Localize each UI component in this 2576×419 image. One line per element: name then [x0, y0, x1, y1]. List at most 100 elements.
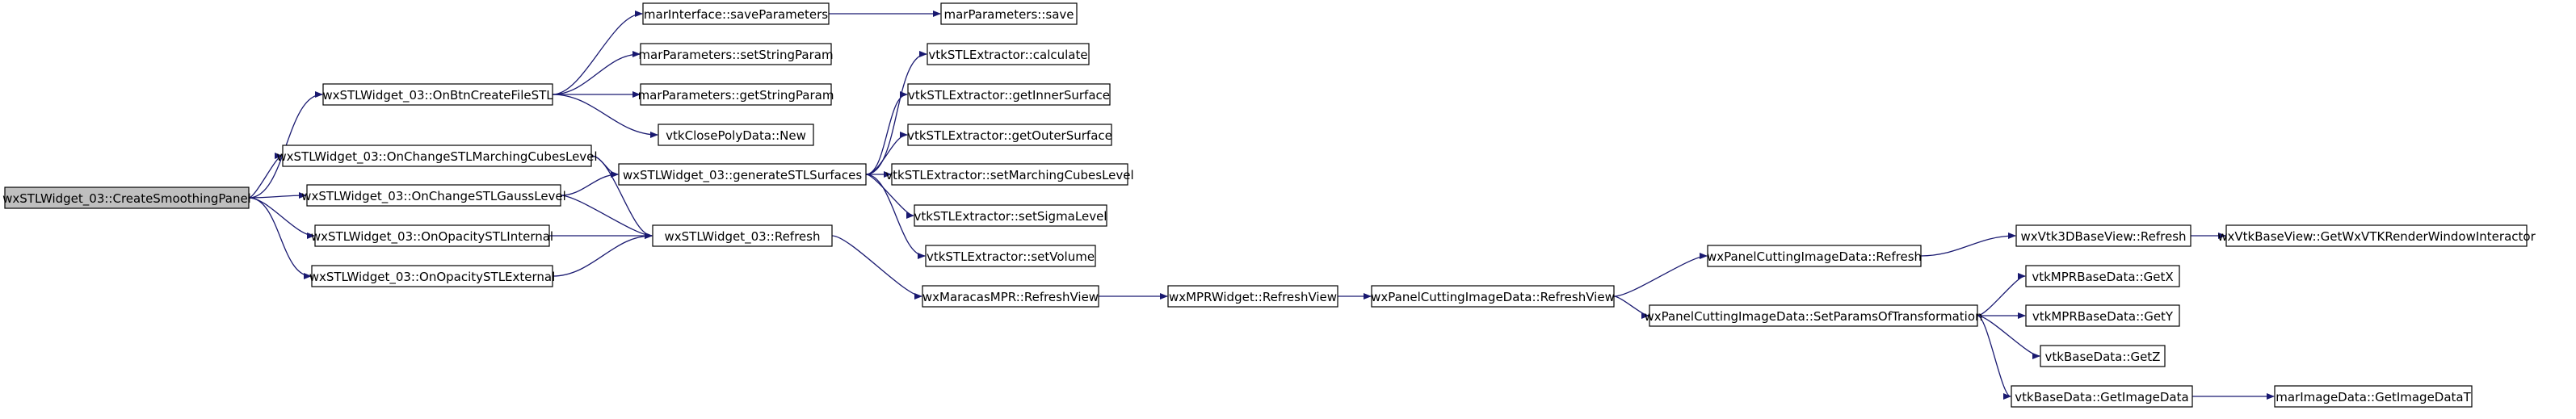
nodes-layer: wxSTLWidget_03::CreateSmoothingPanelwxST… — [2, 2, 2536, 408]
graph-node-marparameters-getstringparam[interactable]: marParameters::getStringParam — [638, 83, 834, 106]
node-label: wxSTLWidget_03::CreateSmoothingPanel — [2, 191, 251, 207]
node-label: vtkBaseData::GetZ — [2045, 350, 2161, 364]
node-box[interactable] — [1649, 304, 1978, 327]
graph-node-wxstlwidget-03-generatestlsurfaces[interactable]: wxSTLWidget_03::generateSTLSurfaces — [618, 163, 867, 186]
node-box[interactable] — [1371, 285, 1615, 308]
node-label: wxMaracasMPR::RefreshView — [922, 290, 1099, 304]
graph-node-wxstlwidget-03-onchangestlgausslevel[interactable]: wxSTLWidget_03::OnChangeSTLGaussLevel — [301, 184, 566, 207]
node-box[interactable] — [2225, 224, 2528, 247]
node-box[interactable] — [927, 43, 1090, 65]
node-label: vtkSTLExtractor::calculate — [928, 48, 1087, 62]
node-box[interactable] — [2274, 385, 2473, 408]
graph-node-vtkstlextractor-setmarchingcubeslevel[interactable]: vtkSTLExtractor::setMarchingCubesLevel — [885, 163, 1134, 186]
graph-node-vtkbasedata-getz[interactable]: vtkBaseData::GetZ — [2040, 345, 2166, 367]
graph-node-vtkstlextractor-calculate[interactable]: vtkSTLExtractor::calculate — [927, 43, 1090, 65]
graph-node-wxstlwidget-03-onopacitystlinternal[interactable]: wxSTLWidget_03::OnOpacitySTLInternal — [311, 224, 553, 247]
graph-node-vtkmprbasedata-gety[interactable]: vtkMPRBaseData::GetY — [2025, 304, 2180, 327]
node-label: vtkMPRBaseData::GetX — [2032, 270, 2173, 284]
edge-wxpanelcuttingimagedata-refreshview-to-wxpanelcuttingimagedata-setparamsoftransformation — [1613, 295, 1649, 319]
node-label: vtkBaseData::GetImageData — [2015, 390, 2188, 404]
node-label: wxSTLWidget_03::Refresh — [665, 229, 821, 245]
edge-wxstlwidget-03-onchangestlgausslevel-to-wxstlwidget-03-generatestlsurfaces — [560, 171, 619, 196]
node-box[interactable] — [311, 265, 553, 287]
node-label: wxSTLWidget_03::generateSTLSurfaces — [623, 168, 862, 183]
edge-wxstlwidget-03-generatestlsurfaces-to-vtkstlextractor-calculate — [865, 51, 927, 175]
graph-node-wxstlwidget-03-onchangestlmarchingcubeslevel[interactable]: wxSTLWidget_03::OnChangeSTLMarchingCubes… — [276, 145, 598, 167]
graph-node-wxstlwidget-03-onbtncreatefilestl[interactable]: wxSTLWidget_03::OnBtnCreateFileSTL — [322, 83, 553, 106]
node-label: marParameters::save — [943, 7, 1074, 22]
node-label: vtkClosePolyData::New — [666, 128, 806, 143]
node-label: marParameters::getStringParam — [638, 88, 834, 103]
graph-node-vtkstlextractor-setsigmalevel[interactable]: vtkSTLExtractor::setSigmaLevel — [914, 204, 1107, 227]
graph-node-vtkmprbasedata-getx[interactable]: vtkMPRBaseData::GetX — [2025, 265, 2180, 287]
node-box[interactable] — [306, 184, 561, 207]
node-label: wxSTLWidget_03::OnOpacitySTLExternal — [309, 270, 556, 285]
node-box[interactable] — [2025, 265, 2180, 287]
node-box[interactable] — [618, 163, 867, 186]
graph-node-wxmprwidget-refreshview[interactable]: wxMPRWidget::RefreshView — [1167, 285, 1338, 308]
node-box[interactable] — [907, 83, 1111, 106]
node-box[interactable] — [2015, 224, 2191, 247]
node-box[interactable] — [914, 204, 1107, 227]
graph-node-wxvtk3dbaseview-refresh[interactable]: wxVtk3DBaseView::Refresh — [2015, 224, 2191, 247]
edge-wxstlwidget-03-onchangestlgausslevel-to-wxstlwidget-03-refresh — [560, 195, 653, 239]
node-label: wxPanelCuttingImageData::Refresh — [1707, 249, 1922, 264]
graph-node-wxmaracasmpr-refreshview[interactable]: wxMaracasMPR::RefreshView — [922, 285, 1099, 308]
node-label: wxSTLWidget_03::OnBtnCreateFileSTL — [322, 88, 553, 103]
node-box[interactable] — [282, 145, 592, 167]
node-label: vtkMPRBaseData::GetY — [2032, 309, 2174, 324]
graph-node-marparameters-setstringparam[interactable]: marParameters::setStringParam — [638, 43, 834, 65]
node-label: marParameters::setStringParam — [638, 48, 833, 62]
node-label: wxPanelCuttingImageData::RefreshView — [1371, 290, 1615, 304]
node-label: marImageData::GetImageDataT — [2276, 390, 2471, 404]
edge-wxstlwidget-03-onbtncreatefilestl-to-marparameters-setstringparam — [552, 51, 641, 95]
node-label: wxSTLWidget_03::OnChangeSTLMarchingCubes… — [276, 149, 597, 165]
node-box[interactable] — [652, 224, 833, 247]
node-box[interactable] — [922, 285, 1099, 308]
graph-node-vtkstlextractor-getoutersurface[interactable]: vtkSTLExtractor::getOuterSurface — [907, 124, 1112, 146]
graph-node-wxpanelcuttingimagedata-setparamsoftransformation[interactable]: wxPanelCuttingImageData::SetParamsOfTran… — [1644, 304, 1983, 327]
node-label: vtkSTLExtractor::setMarchingCubesLevel — [885, 168, 1133, 182]
node-label: vtkSTLExtractor::getInnerSurface — [908, 88, 1110, 103]
edge-wxpanelcuttingimagedata-setparamsoftransformation-to-vtkbasedata-getz — [1977, 315, 2040, 359]
node-box[interactable] — [4, 186, 250, 209]
node-label: vtkSTLExtractor::setVolume — [927, 249, 1095, 264]
graph-node-wxstlwidget-03-onopacitystlexternal[interactable]: wxSTLWidget_03::OnOpacitySTLExternal — [309, 265, 556, 287]
node-label: marInterface::saveParameters — [644, 7, 828, 22]
node-box[interactable] — [658, 124, 814, 146]
graph-node-wxstlwidget-03-refresh[interactable]: wxSTLWidget_03::Refresh — [652, 224, 833, 247]
node-box[interactable] — [2025, 304, 2180, 327]
node-box[interactable] — [940, 2, 1078, 25]
edge-wxstlwidget-03-createsmoothingpanel-to-wxstlwidget-03-onopacitystlinternal — [248, 197, 315, 239]
node-box[interactable] — [642, 2, 830, 25]
node-box[interactable] — [322, 83, 553, 106]
graph-node-vtkclosepolydata-new[interactable]: vtkClosePolyData::New — [658, 124, 814, 146]
graph-node-wxstlwidget-03-createsmoothingpanel[interactable]: wxSTLWidget_03::CreateSmoothingPanel — [2, 186, 251, 209]
node-label: wxVtk3DBaseView::Refresh — [2020, 229, 2186, 244]
graph-node-wxpanelcuttingimagedata-refreshview[interactable]: wxPanelCuttingImageData::RefreshView — [1371, 285, 1615, 308]
graph-node-marparameters-save[interactable]: marParameters::save — [940, 2, 1078, 25]
graph-node-vtkbasedata-getimagedata[interactable]: vtkBaseData::GetImageData — [2011, 385, 2193, 408]
graph-node-vtkstlextractor-setvolume[interactable]: vtkSTLExtractor::setVolume — [925, 245, 1096, 267]
graph-node-vtkstlextractor-getinnersurface[interactable]: vtkSTLExtractor::getInnerSurface — [907, 83, 1111, 106]
edge-wxstlwidget-03-generatestlsurfaces-to-vtkstlextractor-getinnersurface — [865, 91, 908, 175]
graph-node-marimagedata-getimagedatat[interactable]: marImageData::GetImageDataT — [2274, 385, 2473, 408]
node-box[interactable] — [1167, 285, 1338, 308]
graph-node-marinterface-saveparameters[interactable]: marInterface::saveParameters — [642, 2, 830, 25]
node-box[interactable] — [925, 245, 1096, 267]
node-box[interactable] — [1707, 245, 1922, 267]
node-box[interactable] — [891, 163, 1128, 186]
edges-layer — [248, 10, 2275, 400]
node-box[interactable] — [2011, 385, 2193, 408]
node-label: wxVtkBaseView::GetWxVTKRenderWindowInter… — [2217, 229, 2536, 244]
node-label: wxSTLWidget_03::OnOpacitySTLInternal — [311, 229, 553, 245]
node-box[interactable] — [907, 124, 1112, 146]
edge-wxstlwidget-03-createsmoothingpanel-to-wxstlwidget-03-onopacitystlexternal — [248, 197, 312, 279]
graph-node-wxpanelcuttingimagedata-refresh[interactable]: wxPanelCuttingImageData::Refresh — [1707, 245, 1922, 267]
node-box[interactable] — [314, 224, 550, 247]
node-box[interactable] — [640, 83, 832, 106]
graph-node-wxvtkbaseview-getwxvtkrenderwindowinteractor[interactable]: wxVtkBaseView::GetWxVTKRenderWindowInter… — [2217, 224, 2536, 247]
node-box[interactable] — [2040, 345, 2166, 367]
node-box[interactable] — [640, 43, 832, 65]
